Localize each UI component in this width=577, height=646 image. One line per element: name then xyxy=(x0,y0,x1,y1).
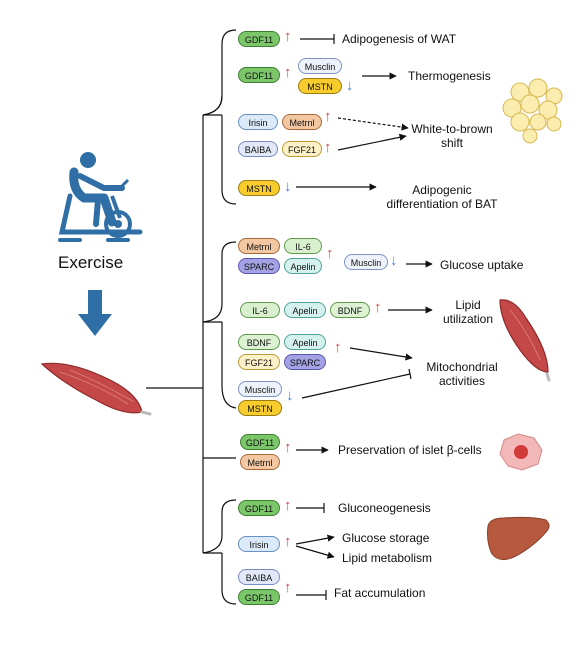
factor-pill: SPARC xyxy=(284,354,326,370)
factor-pill: GDF11 xyxy=(240,434,280,450)
effect-label: Mitochondrial activities xyxy=(414,360,510,388)
factor-pill: BDNF xyxy=(330,302,370,318)
factor-pill: Apelin xyxy=(284,258,322,274)
effect-label: Adipogenic differentiation of BAT xyxy=(372,183,512,211)
factor-pill: Metrnl xyxy=(282,114,322,130)
effect-label: White-to-brown shift xyxy=(404,122,500,150)
factor-pill: BDNF xyxy=(238,334,280,350)
arrow-lipid-metabolism xyxy=(295,545,335,559)
down-arrow-icon xyxy=(78,290,112,336)
down-arrow-icon: ↓ xyxy=(286,387,294,404)
up-arrow-icon: ↑ xyxy=(324,139,332,156)
up-arrow-icon: ↑ xyxy=(374,299,382,316)
factor-pill: IL-6 xyxy=(240,302,280,318)
factor-pill: Musclin xyxy=(238,381,282,397)
main-bracket xyxy=(146,29,237,605)
effect-label: Lipid utilization xyxy=(428,298,508,326)
effect-line: White-to-brown xyxy=(411,122,493,136)
effect-line: Mitochondrial xyxy=(426,360,498,374)
factor-pill: GDF11 xyxy=(238,500,280,516)
arrow-glucose-storage xyxy=(295,534,335,545)
factor-pill: SPARC xyxy=(238,258,280,274)
effect-line: activities xyxy=(438,374,485,388)
up-arrow-icon: ↑ xyxy=(284,64,292,81)
exercise-label: Exercise xyxy=(58,253,124,272)
effect-label: Gluconeogenesis xyxy=(338,501,431,515)
arrow-white-brown-dashed xyxy=(337,117,409,131)
effect-label: Thermogenesis xyxy=(408,69,491,83)
factor-pill: GDF11 xyxy=(238,589,280,605)
effect-label: Lipid metabolism xyxy=(342,551,433,565)
up-arrow-icon: ↑ xyxy=(326,245,334,262)
muscle-icon xyxy=(40,362,152,416)
factor-pill: IL-6 xyxy=(284,238,322,254)
up-arrow-icon: ↑ xyxy=(284,497,292,514)
arrow-mitochondrial xyxy=(349,347,413,361)
muscle-fiber-icon xyxy=(499,299,551,382)
factor-pill: MSTN xyxy=(238,400,282,416)
up-arrow-icon: ↑ xyxy=(334,339,342,356)
down-arrow-icon: ↓ xyxy=(346,77,354,94)
factor-pill: BAIBA xyxy=(238,569,280,585)
up-arrow-icon: ↑ xyxy=(284,439,292,456)
factor-pill: Musclin xyxy=(298,58,342,74)
cyclist-icon xyxy=(58,152,143,242)
effect-line: Adipogenic xyxy=(412,183,472,197)
effect-label: Glucose uptake xyxy=(440,258,524,272)
effect-line: differentiation of BAT xyxy=(386,197,498,211)
down-arrow-icon: ↓ xyxy=(390,252,398,269)
up-arrow-icon: ↑ xyxy=(284,28,292,45)
factor-pill: MSTN xyxy=(238,180,280,196)
up-arrow-icon: ↑ xyxy=(284,533,292,550)
effect-arrows xyxy=(295,34,433,600)
factor-pill: Metrnl xyxy=(240,454,280,470)
effect-label: Preservation of islet β-cells xyxy=(338,443,482,457)
arrow-white-brown xyxy=(337,133,407,151)
effect-label: Fat accumulation xyxy=(334,586,426,600)
factor-pill: FGF21 xyxy=(282,141,322,157)
factor-pill: Apelin xyxy=(284,334,326,350)
factor-pill: BAIBA xyxy=(238,141,278,157)
factor-pill: FGF21 xyxy=(238,354,280,370)
factor-pill: MSTN xyxy=(298,78,342,94)
up-arrow-icon: ↑ xyxy=(324,108,332,125)
islet-cell-icon xyxy=(499,433,543,471)
factor-pill: GDF11 xyxy=(238,31,280,47)
effect-line: Lipid xyxy=(455,298,481,312)
effect-line: shift xyxy=(440,136,463,150)
inhibit-line-mitochondrial xyxy=(301,373,411,399)
factor-pill: Irisin xyxy=(238,536,280,552)
factor-pill: GDF11 xyxy=(238,67,280,83)
down-arrow-icon: ↓ xyxy=(284,178,292,195)
factor-pill: Irisin xyxy=(238,114,278,130)
adipocyte-cluster-icon xyxy=(502,78,563,144)
factor-pill: Metrnl xyxy=(238,238,280,254)
up-arrow-icon: ↑ xyxy=(284,579,292,596)
effect-label: Adipogenesis of WAT xyxy=(342,32,457,46)
factor-pill: Musclin xyxy=(344,254,388,270)
liver-icon xyxy=(487,516,550,560)
effect-label: Glucose storage xyxy=(342,531,430,545)
factor-pill: Apelin xyxy=(284,302,326,318)
effect-line: utilization xyxy=(442,312,494,326)
